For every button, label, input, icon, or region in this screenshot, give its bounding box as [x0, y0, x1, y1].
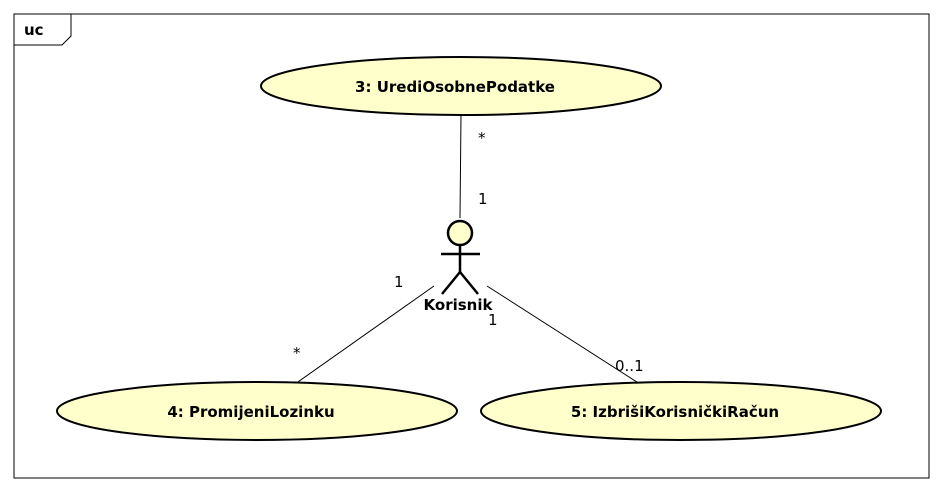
- frame-border: [13, 13, 930, 479]
- actor-korisnik[interactable]: Korisnik: [424, 219, 494, 314]
- use-case-ellipse[interactable]: [260, 56, 662, 116]
- multiplicity-labels: * 1 1 * 1 0..1: [293, 129, 644, 375]
- multiplicity-uc3-end: *: [478, 129, 486, 147]
- use-case-ellipse[interactable]: [56, 381, 458, 441]
- actor-left-leg: [441, 271, 461, 295]
- use-case-label: 5: IzbrišiKorisničkiRačun: [571, 403, 779, 421]
- use-case-label: 4: PromijeniLozinku: [167, 403, 334, 421]
- diagram-frame: uc: [13, 13, 930, 479]
- association-uc4: [294, 285, 435, 385]
- association-uc3: [459, 113, 462, 219]
- use-case-ellipse[interactable]: [480, 381, 882, 441]
- frame-label: uc: [24, 21, 44, 39]
- actor-name: Korisnik: [424, 296, 494, 314]
- associations: [294, 113, 641, 385]
- multiplicity-uc5-end: 0..1: [615, 357, 644, 375]
- use-case-label: 3: UrediOsobnePodatke: [355, 78, 555, 96]
- use-case-uredi-osobne-podatke[interactable]: 3: UrediOsobnePodatke: [260, 56, 662, 116]
- multiplicity-uc4-actor-end: 1: [394, 273, 404, 291]
- multiplicity-uc4-end: *: [293, 344, 301, 362]
- use-case-promijeni-lozinku[interactable]: 4: PromijeniLozinku: [56, 381, 458, 441]
- frame-label-tab: [14, 14, 72, 46]
- multiplicity-uc3-actor-end: 1: [478, 190, 488, 208]
- actor-right-leg: [459, 271, 479, 295]
- use-case-izbrisi-korisnicki-racun[interactable]: 5: IzbrišiKorisničkiRačun: [480, 381, 882, 441]
- multiplicity-uc5-actor-end: 1: [488, 311, 498, 329]
- actor-head[interactable]: [446, 219, 474, 247]
- association-uc5: [486, 285, 641, 385]
